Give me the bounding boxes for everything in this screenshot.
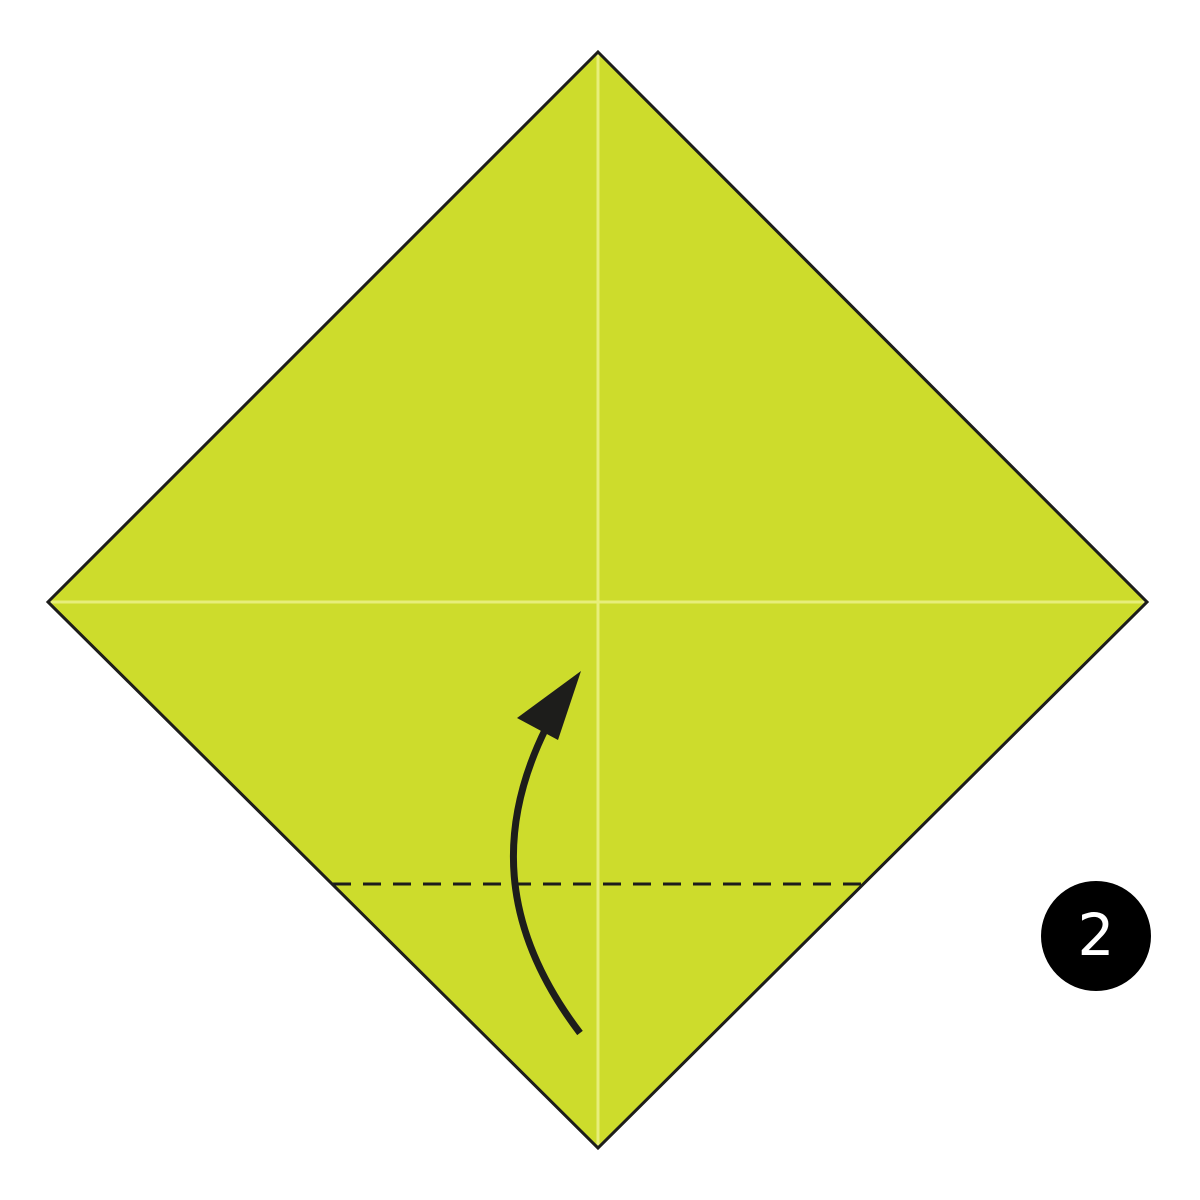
step-number: 2 — [1077, 901, 1115, 969]
curved-up-arrow-icon — [509, 671, 583, 1036]
arrow-shaft — [509, 726, 583, 1036]
arrow-head — [517, 671, 581, 740]
paper-outline — [45, 49, 1150, 1151]
step-badge: 2 — [1041, 881, 1151, 991]
